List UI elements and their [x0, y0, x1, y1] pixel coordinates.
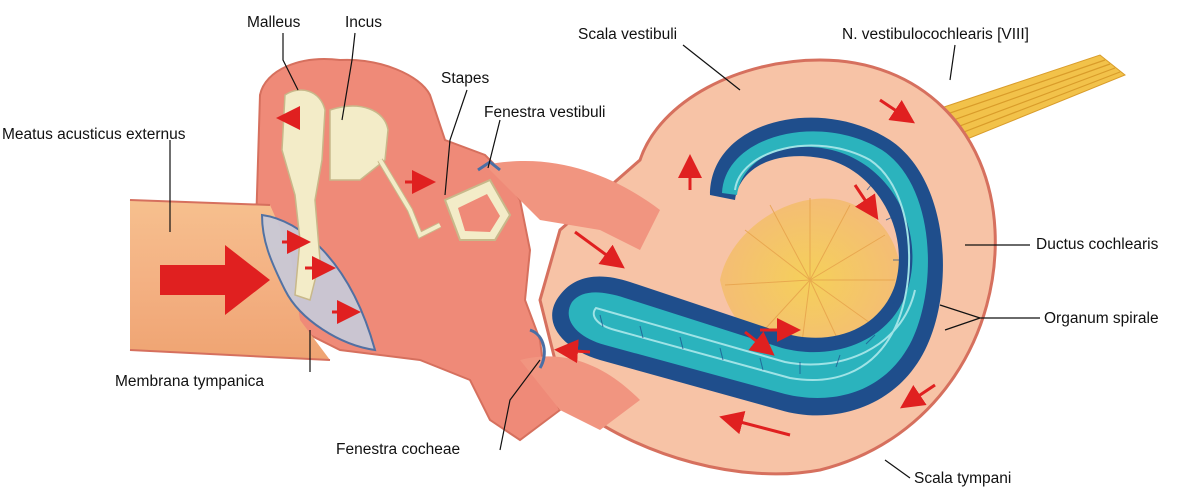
label-scala-tympani: Scala tympani	[914, 470, 1011, 488]
label-meatus-acusticus-externus: Meatus acusticus externus	[2, 126, 186, 144]
label-membrana-tympanica: Membrana tympanica	[115, 373, 264, 391]
label-fenestra-cocheae: Fenestra cocheae	[336, 441, 460, 459]
label-malleus: Malleus	[247, 14, 300, 32]
label-incus: Incus	[345, 14, 382, 32]
label-n-vestibulocochlearis: N. vestibulocochlearis [VIII]	[842, 26, 1029, 44]
label-fenestra-vestibuli: Fenestra vestibuli	[484, 104, 605, 122]
label-ductus-cochlearis: Ductus cochlearis	[1036, 236, 1158, 254]
label-scala-vestibuli: Scala vestibuli	[578, 26, 677, 44]
label-organum-spirale: Organum spirale	[1044, 310, 1159, 328]
label-stapes: Stapes	[441, 70, 489, 88]
